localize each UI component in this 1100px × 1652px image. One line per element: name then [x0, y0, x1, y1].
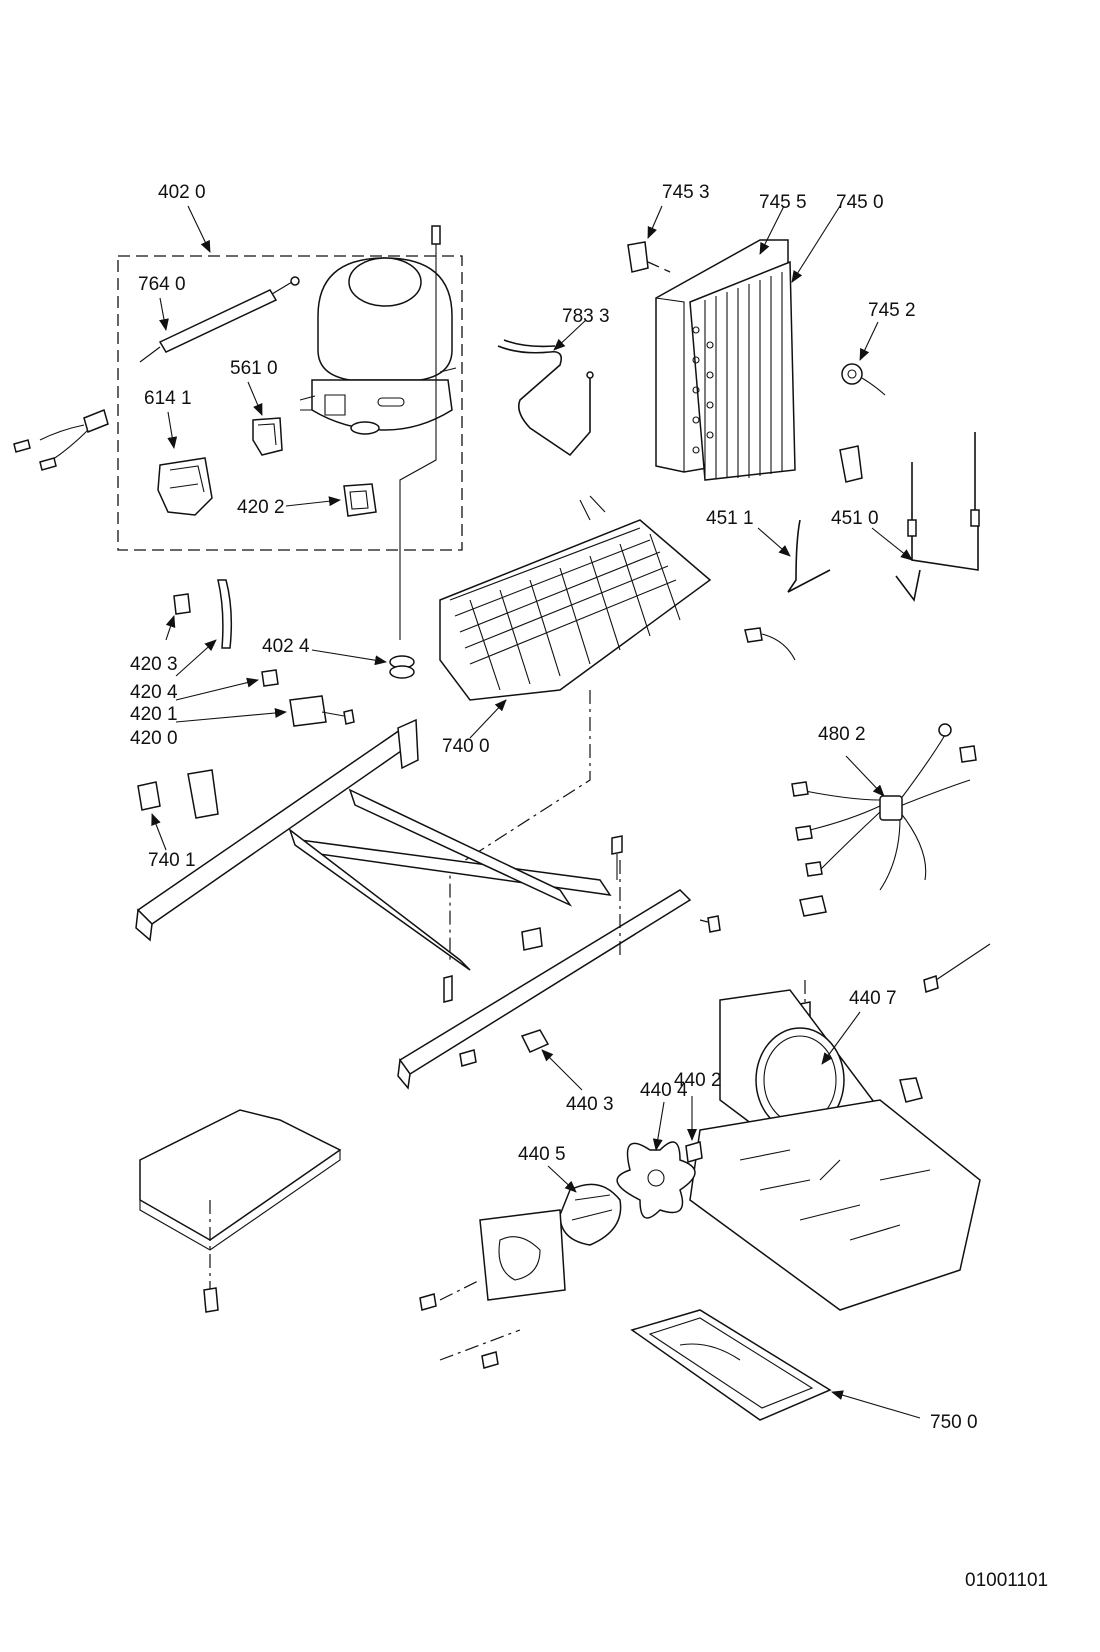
drain-pan [630, 1309, 832, 1421]
clips-740-1 [137, 769, 219, 819]
label-440-2: 440 2 [674, 1070, 722, 1091]
label-740-1: 740 1 [148, 850, 196, 871]
overload-clip [252, 417, 283, 456]
compressor-grommet [389, 655, 415, 679]
label-451-0: 451 0 [831, 508, 879, 529]
label-440-5: 440 5 [518, 1144, 566, 1165]
label-750-0: 750 0 [930, 1412, 978, 1433]
heater-parts [744, 432, 980, 661]
label-420-4: 420 4 [130, 682, 178, 703]
fan-bracket [689, 989, 981, 1311]
small-parts-420 [173, 579, 355, 727]
document-number: 01001101 [965, 1570, 1048, 1591]
cover-plate [139, 1109, 342, 1313]
label-402-4: 402 4 [262, 636, 310, 657]
label-402-0: 402 0 [158, 182, 206, 203]
label-440-3: 440 3 [566, 1094, 614, 1115]
leader-lines [151, 205, 921, 1419]
label-614-1: 614 1 [144, 388, 192, 409]
label-745-0: 745 0 [836, 192, 884, 213]
compressor-wire-lead [13, 408, 109, 471]
tube-assembly [497, 339, 594, 457]
label-420-1: 420 1 [130, 704, 178, 725]
filter-drier [139, 276, 300, 363]
top-bolt [431, 225, 441, 256]
label-745-5: 745 5 [759, 192, 807, 213]
label-783-3: 783 3 [562, 306, 610, 327]
label-440-4: 440 4 [640, 1080, 688, 1101]
label-420-0: 420 0 [130, 728, 178, 749]
nut-440-3 [520, 1029, 550, 1053]
label-561-0: 561 0 [230, 358, 278, 379]
assembly-boundary [117, 255, 463, 551]
label-745-3: 745 3 [662, 182, 710, 203]
evaporator-coil [439, 495, 712, 960]
capacitor [343, 483, 377, 517]
fan-motor [419, 1183, 622, 1369]
condenser-housing [627, 239, 796, 481]
fan-blade [616, 1141, 703, 1219]
label-764-0: 764 0 [138, 274, 186, 295]
label-440-7: 440 7 [849, 988, 897, 1009]
compressor-assembly-group [117, 225, 463, 640]
label-451-1: 451 1 [706, 508, 754, 529]
label-480-2: 480 2 [818, 724, 866, 745]
part-labels: 402 0 764 0 561 0 614 1 420 2 745 3 745 … [130, 182, 978, 1433]
compressor [299, 257, 457, 435]
start-relay [157, 457, 213, 516]
label-740-0: 740 0 [442, 736, 490, 757]
base-frame [135, 718, 721, 1090]
label-420-2: 420 2 [237, 497, 285, 518]
defrost-thermostat [841, 363, 886, 396]
cable-tie [923, 943, 991, 993]
wiring-harness [791, 723, 977, 917]
label-420-3: 420 3 [130, 654, 178, 675]
label-745-2: 745 2 [868, 300, 916, 321]
sensor-clip [627, 241, 649, 273]
